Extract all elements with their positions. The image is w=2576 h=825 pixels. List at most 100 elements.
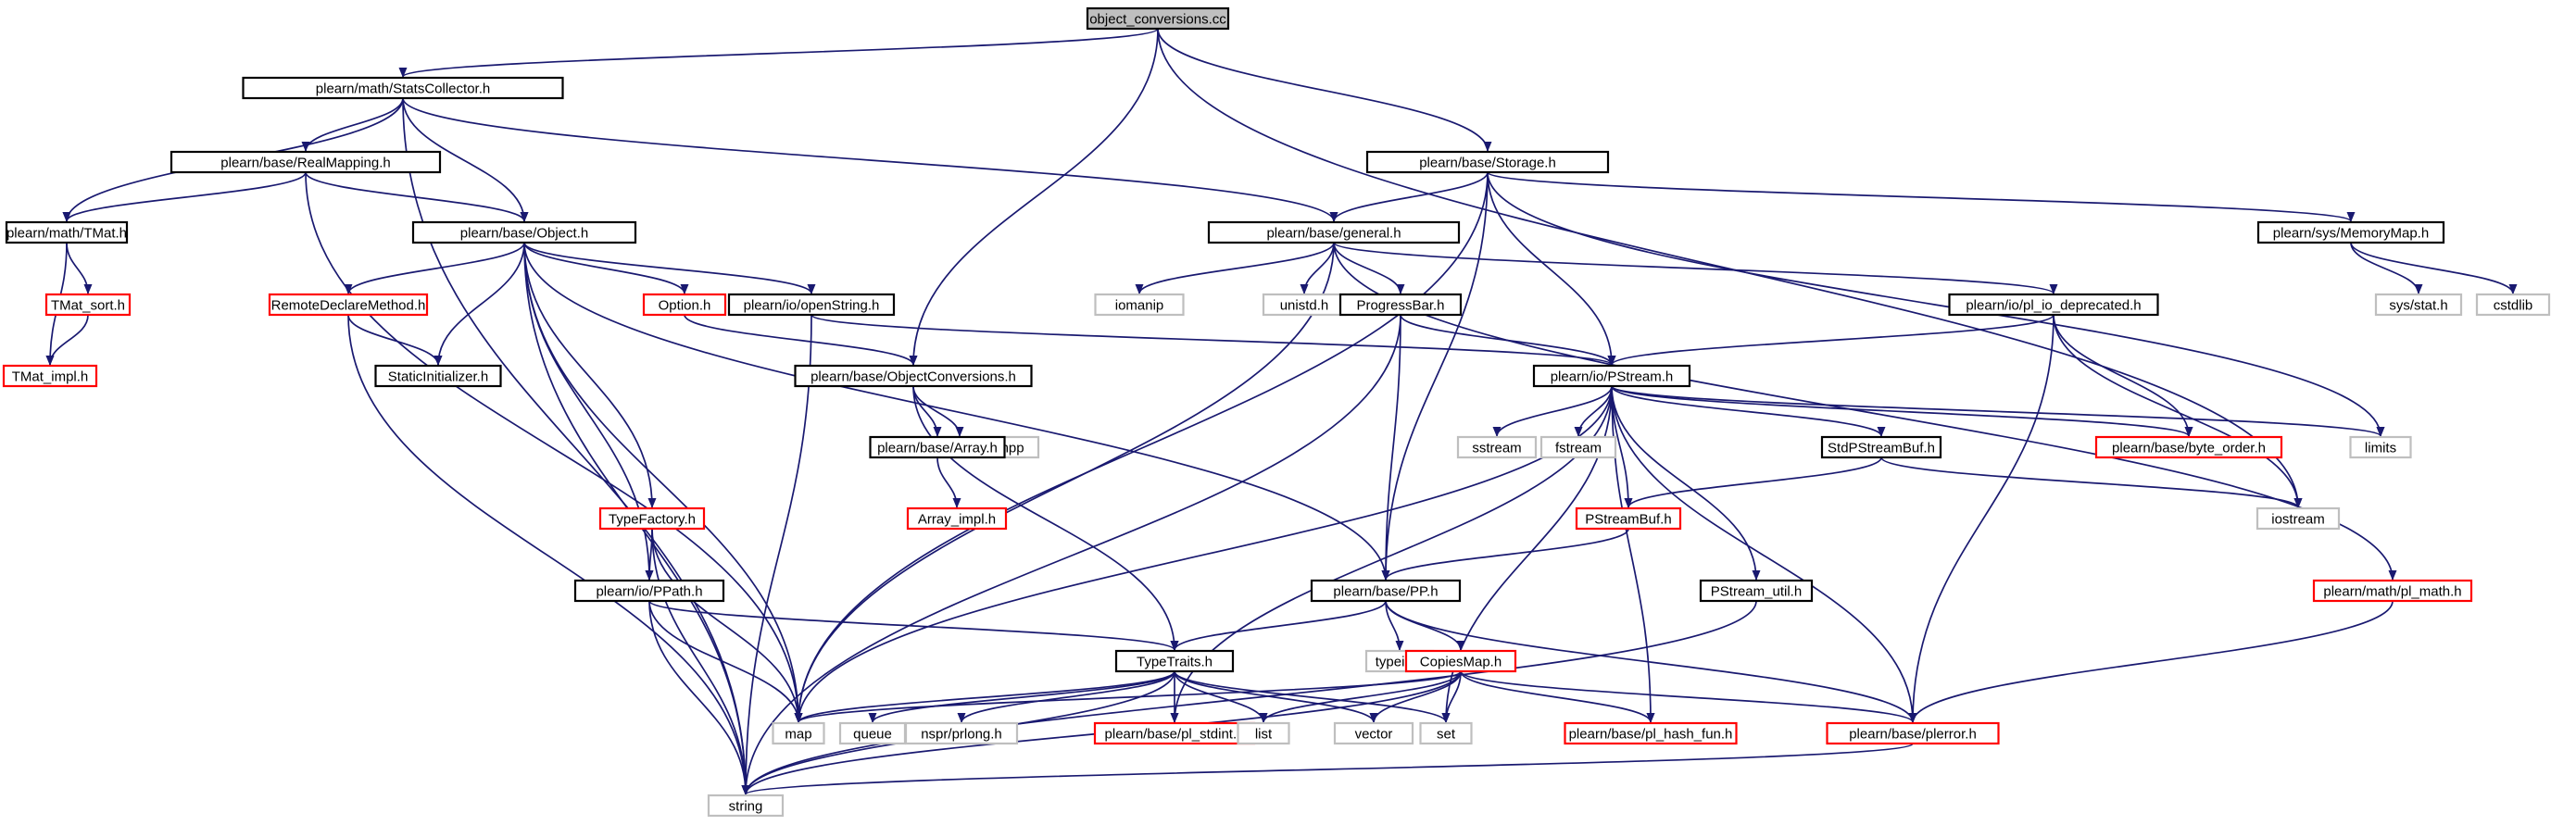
- node-openstring[interactable]: plearn/io/openString.h: [727, 293, 896, 317]
- node-memorymap[interactable]: plearn/sys/MemoryMap.h: [2256, 220, 2445, 244]
- node-unistd[interactable]: unistd.h: [1262, 293, 1347, 317]
- node-nsprlong[interactable]: nspr/prlong.h: [904, 721, 1019, 745]
- node-object[interactable]: plearn/base/Object.h: [411, 220, 637, 244]
- node-stdpstreambuf[interactable]: StdPStreamBuf.h: [1820, 435, 1942, 459]
- node-box-sysstat: [2374, 293, 2463, 317]
- edge-statscollector-to-object: [402, 97, 529, 222]
- edge-object-to-pp: [523, 242, 1390, 581]
- node-box-stdpstreambuf: [1820, 435, 1942, 459]
- node-tmat[interactable]: plearn/math/TMat.h: [5, 220, 129, 244]
- node-label-set: set: [1437, 727, 1456, 743]
- node-statscollector[interactable]: plearn/math/StatsCollector.h: [242, 76, 564, 100]
- edge-general-to-unistd: [1300, 242, 1335, 294]
- edge-pstream-to-pstream_util: [1611, 385, 1761, 581]
- node-objectconversions[interactable]: plearn/base/ObjectConversions.h: [794, 364, 1033, 388]
- node-copiesmap[interactable]: CopiesMap.h: [1404, 649, 1517, 673]
- node-box-storage: [1365, 150, 1610, 174]
- node-progressbar[interactable]: ProgressBar.h: [1338, 293, 1463, 317]
- node-option[interactable]: Option.h: [642, 293, 727, 317]
- edge-typetraits-to-nsprlong: [957, 670, 1175, 723]
- node-box-object: [411, 220, 637, 244]
- node-pl_io_deprecated[interactable]: plearn/io/pl_io_deprecated.h: [1948, 293, 2159, 317]
- node-label-pstream_util: PStream_util.h: [1711, 584, 1802, 600]
- edge-pstream-to-byteorder: [1611, 385, 2193, 437]
- node-box-pstreambuf: [1575, 506, 1682, 531]
- node-general[interactable]: plearn/base/general.h: [1207, 220, 1461, 244]
- node-label-pstream: plearn/io/PStream.h: [1551, 369, 1674, 385]
- node-label-pl_io_deprecated: plearn/io/pl_io_deprecated.h: [1966, 298, 2141, 314]
- node-sstream[interactable]: sstream: [1456, 435, 1538, 459]
- node-root[interactable]: object_conversions.cc: [1086, 6, 1230, 31]
- node-typetraits[interactable]: TypeTraits.h: [1114, 649, 1235, 673]
- node-typefactory[interactable]: TypeFactory.h: [598, 506, 706, 531]
- edge-openstring-to-string: [741, 314, 812, 795]
- node-array[interactable]: plearn/base/Array.h: [869, 435, 1006, 459]
- node-realmapping[interactable]: plearn/base/RealMapping.h: [170, 150, 442, 174]
- node-box-root: [1086, 6, 1230, 31]
- edge-typetraits-to-list: [1174, 670, 1268, 723]
- node-array_impl[interactable]: Array_impl.h: [906, 506, 1008, 531]
- node-string[interactable]: string: [707, 794, 785, 818]
- edge-tmat-to-tmat_sort: [66, 242, 93, 294]
- node-box-objectconversions: [794, 364, 1033, 388]
- node-pl_stdint[interactable]: plearn/base/pl_stdint.h: [1093, 721, 1256, 745]
- edge-storage-to-general: [1329, 171, 1489, 222]
- edge-storage-to-memorymap: [1487, 171, 2356, 222]
- node-pstream[interactable]: plearn/io/PStream.h: [1532, 364, 1691, 388]
- node-label-typetraits: TypeTraits.h: [1137, 655, 1213, 670]
- node-box-pstream: [1532, 364, 1691, 388]
- node-label-pp: plearn/base/PP.h: [1333, 584, 1438, 600]
- node-set[interactable]: set: [1419, 721, 1473, 745]
- node-label-plerror: plearn/base/plerror.h: [1849, 727, 1977, 743]
- edge-pp-to-plerror: [1385, 600, 1917, 723]
- node-sysstat[interactable]: sys/stat.h: [2374, 293, 2463, 317]
- node-tmat_impl[interactable]: TMat_impl.h: [2, 364, 98, 388]
- node-box-statscollector: [242, 76, 564, 100]
- node-label-array: plearn/base/Array.h: [877, 441, 998, 456]
- edge-copiesmap-to-list: [1259, 670, 1462, 723]
- node-label-cstdlib: cstdlib: [2494, 298, 2533, 314]
- node-storage[interactable]: plearn/base/Storage.h: [1365, 150, 1610, 174]
- node-limits[interactable]: limits: [2349, 435, 2412, 459]
- node-staticinit[interactable]: StaticInitializer.h: [374, 364, 502, 388]
- node-box-map: [772, 721, 825, 745]
- edge-typefactory-to-map: [651, 528, 803, 723]
- node-box-typetraits: [1114, 649, 1235, 673]
- node-iomanip[interactable]: iomanip: [1094, 293, 1185, 317]
- node-plerror[interactable]: plearn/base/plerror.h: [1826, 721, 2000, 745]
- node-box-realmapping: [170, 150, 442, 174]
- node-byteorder[interactable]: plearn/base/byte_order.h: [2094, 435, 2283, 459]
- edge-object-to-typefactory: [523, 242, 657, 508]
- node-pstreambuf[interactable]: PStreamBuf.h: [1575, 506, 1682, 531]
- node-pl_math[interactable]: plearn/math/pl_math.h: [2312, 579, 2473, 603]
- node-label-limits: limits: [2365, 441, 2396, 456]
- node-label-realmapping: plearn/base/RealMapping.h: [220, 156, 390, 171]
- node-tmat_sort[interactable]: TMat_sort.h: [44, 293, 132, 317]
- node-box-byteorder: [2094, 435, 2283, 459]
- node-remotedeclare[interactable]: RemoteDeclareMethod.h: [268, 293, 429, 317]
- node-queue[interactable]: queue: [838, 721, 907, 745]
- node-label-root: object_conversions.cc: [1089, 12, 1226, 28]
- node-fstream[interactable]: fstream: [1539, 435, 1617, 459]
- node-pstream_util[interactable]: PStream_util.h: [1699, 579, 1814, 603]
- node-label-typefactory: TypeFactory.h: [609, 512, 696, 528]
- node-pl_hash_fun[interactable]: plearn/base/pl_hash_fun.h: [1564, 721, 1738, 745]
- edge-storage-to-pstream: [1487, 171, 1616, 366]
- node-map[interactable]: map: [772, 721, 825, 745]
- node-label-sysstat: sys/stat.h: [2389, 298, 2447, 314]
- node-box-sstream: [1456, 435, 1538, 459]
- edge-root-to-storage: [1157, 28, 1492, 152]
- node-list[interactable]: list: [1237, 721, 1290, 745]
- edge-realmapping-to-object: [305, 171, 529, 222]
- node-vector[interactable]: vector: [1333, 721, 1414, 745]
- node-pp[interactable]: plearn/base/PP.h: [1310, 579, 1462, 603]
- edge-statscollector-to-general: [402, 97, 1338, 222]
- node-cstdlib[interactable]: cstdlib: [2475, 293, 2551, 317]
- node-ppath[interactable]: plearn/io/PPath.h: [573, 579, 725, 603]
- edge-object-to-remotedeclare: [344, 242, 525, 294]
- node-box-progressbar: [1338, 293, 1463, 317]
- node-label-option: Option.h: [659, 298, 711, 314]
- node-box-array_impl: [906, 506, 1008, 531]
- node-iostream[interactable]: iostream: [2256, 506, 2341, 531]
- node-label-progressbar: ProgressBar.h: [1356, 298, 1444, 314]
